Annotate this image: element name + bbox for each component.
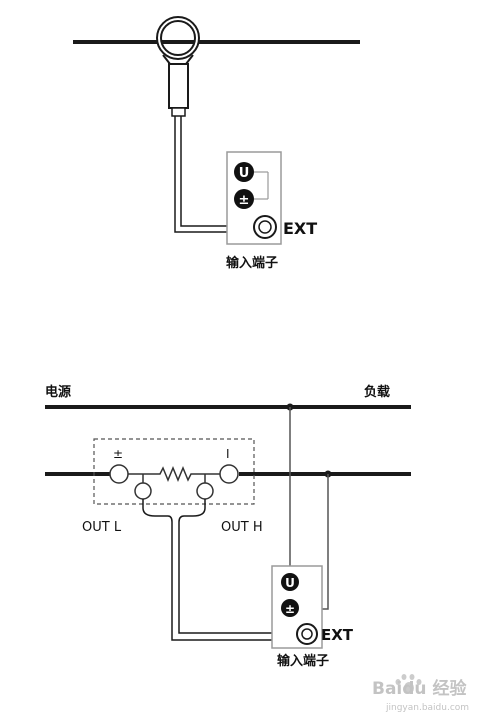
- shunt-common-terminal-icon: [109, 464, 129, 484]
- source-label: 电源: [45, 384, 71, 400]
- out-high-terminal-icon: [196, 482, 214, 500]
- baidu-watermark: Baidu 经验 jingyan.baidu.com: [372, 674, 469, 713]
- out-low-label: OUT L: [82, 520, 122, 535]
- out-low-terminal-icon: [134, 482, 152, 500]
- bottom-diagram: 电源 负载 ± I OUT L OUT H: [45, 384, 411, 669]
- shunt-current-terminal-icon: [219, 464, 239, 484]
- bottom-voltage-terminal-icon: U: [281, 573, 299, 591]
- svg-text:±: ±: [285, 602, 295, 616]
- top-input-terminal-label: 输入端子: [226, 255, 278, 271]
- top-ext-connector-icon: [253, 215, 277, 239]
- out-high-label: OUT H: [221, 520, 263, 535]
- bottom-input-terminal-label: 输入端子: [277, 653, 329, 669]
- svg-text:U: U: [239, 166, 250, 181]
- top-ext-label: EXT: [283, 219, 317, 238]
- shunt-dashed-box: [93, 438, 255, 505]
- paw-logo-icon: [395, 674, 422, 694]
- bottom-ext-connector-icon: [296, 623, 318, 645]
- shunt-current-label: I: [226, 447, 230, 461]
- clamp-sensor-icon: [156, 16, 200, 117]
- watermark-subtext: jingyan.baidu.com: [385, 703, 469, 713]
- svg-text:±: ±: [239, 193, 250, 208]
- top-voltage-terminal-icon: U: [234, 162, 254, 182]
- load-label: 负载: [364, 384, 390, 400]
- shunt-common-label: ±: [113, 447, 123, 461]
- svg-text:U: U: [285, 576, 295, 590]
- bottom-common-terminal-icon: ±: [281, 599, 299, 617]
- shunt-output-cable: [142, 499, 300, 641]
- watermark-text: Baidu 经验: [372, 678, 467, 699]
- top-common-terminal-icon: ±: [234, 189, 254, 209]
- top-diagram: U ± EXT 输入端子: [73, 16, 360, 271]
- bottom-ext-label: EXT: [321, 626, 354, 644]
- shunt-resistor-icon: [128, 466, 220, 483]
